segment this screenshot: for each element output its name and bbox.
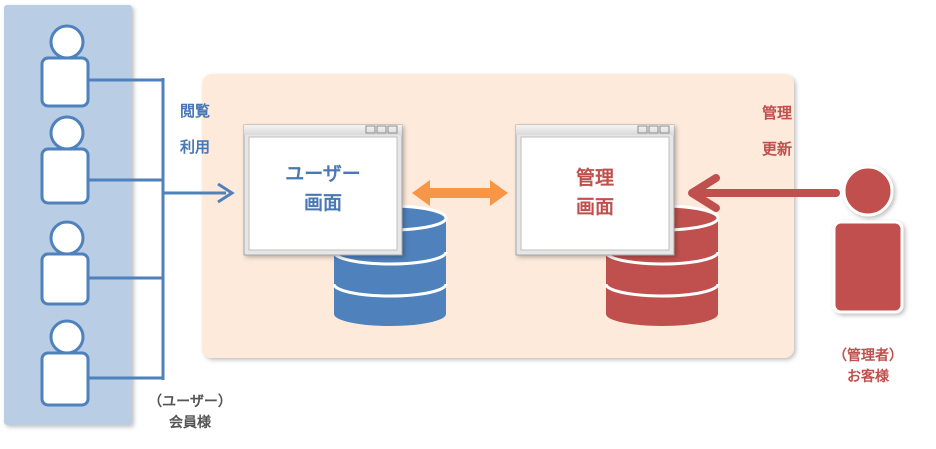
admin-caption-line2: お客様 <box>847 369 889 385</box>
admin-caption-line1: （管理者） <box>833 348 903 364</box>
user-access-label: 閲覧 <box>180 100 210 121</box>
admin-action-label: 管理 <box>762 102 792 123</box>
user-person-icon <box>40 319 90 407</box>
window-controls-icon <box>637 125 670 134</box>
user-screen-title: ユーザー 画面 <box>249 160 397 218</box>
admin-action-line1: 管理 <box>762 104 793 122</box>
admin-update-arrow-icon <box>688 174 840 212</box>
user-connector-lines <box>88 78 235 380</box>
admin-screen-title-line1: 管理 <box>575 167 614 189</box>
user-access-line1: 閲覧 <box>180 102 211 120</box>
admin-screen-window <box>515 124 675 256</box>
user-access-label-2: 利用 <box>180 136 210 157</box>
user-access-line2: 利用 <box>180 138 211 156</box>
admin-action-line2: 更新 <box>762 140 793 158</box>
users-panel <box>4 5 132 425</box>
admin-caption: （管理者） お客様 <box>806 346 930 388</box>
user-person-icon <box>40 220 90 306</box>
users-caption-line2: 会員様 <box>169 415 211 431</box>
admin-person-icon <box>832 165 904 314</box>
user-screen-title-line1: ユーザー <box>285 163 361 185</box>
admin-screen-title-line2: 画面 <box>575 196 614 218</box>
users-caption-line1: （ユーザー） <box>148 394 232 410</box>
user-person-icon <box>40 24 90 108</box>
users-caption: （ユーザー） 会員様 <box>130 392 250 434</box>
user-screen-window <box>243 124 403 256</box>
sync-arrow-icon <box>412 180 508 206</box>
window-controls-icon <box>365 125 398 134</box>
admin-action-label-2: 更新 <box>762 138 792 159</box>
user-screen-title-line2: 画面 <box>303 192 342 214</box>
admin-screen-title: 管理 画面 <box>521 164 669 222</box>
user-person-icon <box>40 115 90 205</box>
